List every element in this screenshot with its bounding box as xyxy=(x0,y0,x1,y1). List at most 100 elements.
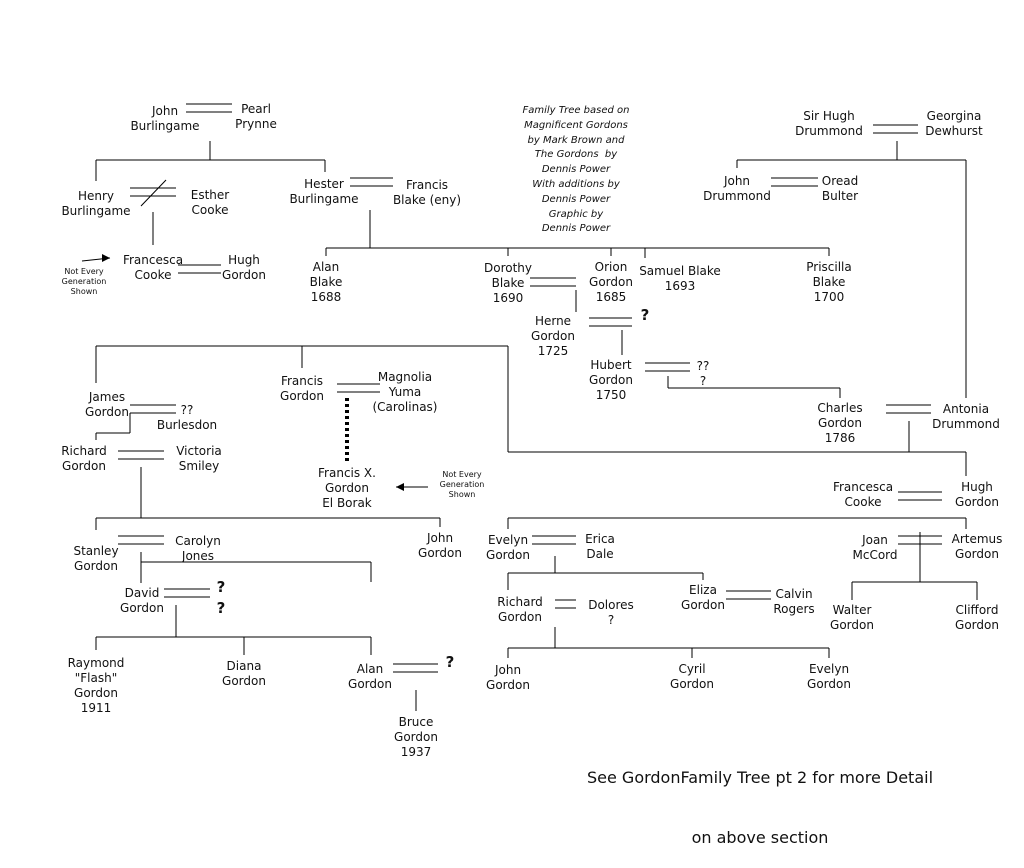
person-name-line: Gordon xyxy=(498,610,542,624)
person-name-line: John xyxy=(723,174,751,188)
person-name-line: Richard xyxy=(61,444,107,458)
person-name-line: Gordon xyxy=(818,416,862,430)
person-name-line: Burlingame xyxy=(130,119,200,133)
credit-line: Dennis Power xyxy=(541,223,611,235)
person-name-line: Hugh xyxy=(228,253,260,267)
person-name-line: 1786 xyxy=(824,431,856,445)
person-name-line: Blake xyxy=(812,275,846,289)
person-name-line: ? xyxy=(607,613,615,627)
person-name-line: ? xyxy=(699,374,707,388)
person-name-line: ?? xyxy=(180,403,194,417)
person-name-line: Burlingame xyxy=(289,192,359,206)
person-name-line: Jones xyxy=(181,549,215,563)
person-name-line: John xyxy=(426,531,454,545)
person-name-line: Dolores xyxy=(588,598,634,612)
person-name-line: Raymond xyxy=(67,656,125,670)
person-name-line: Gordon xyxy=(807,677,851,691)
person-name-line: Evelyn xyxy=(487,533,529,547)
note-line: Not Every xyxy=(64,267,104,276)
person-name-line: Erica xyxy=(585,532,615,546)
person-name-line: Gordon xyxy=(74,686,118,700)
person-name-line: John xyxy=(151,104,179,118)
person-name-line: Henry xyxy=(77,189,115,203)
person-name-line: Francis X. xyxy=(318,466,376,480)
unknown-spouse-mark: ? xyxy=(445,653,455,671)
person-name-line: Blake xyxy=(491,276,525,290)
person-name-line: Dewhurst xyxy=(925,124,983,138)
person-name-line: Hester xyxy=(304,177,344,191)
person-name-line: 1693 xyxy=(664,279,696,293)
person-name-line: Hubert xyxy=(590,358,632,372)
person-name-line: 1685 xyxy=(595,290,627,304)
person-name-line: Magnolia xyxy=(377,370,433,384)
person-name-line: Evelyn xyxy=(808,662,850,676)
person-name-line: Clifford xyxy=(955,603,999,617)
credit-line: Dennis Power xyxy=(541,193,611,205)
person-name-line: Blake (eny) xyxy=(392,193,462,207)
person-name-line: Oread xyxy=(821,174,859,188)
person-name-line: Alan xyxy=(356,662,384,676)
arrow-head-icon xyxy=(396,483,404,491)
person-name-line: Dale xyxy=(586,547,614,561)
person-name-line: Diana xyxy=(226,659,262,673)
footnote-line: See GordonFamily Tree pt 2 for more Deta… xyxy=(586,768,934,787)
person-name-line: David xyxy=(124,586,160,600)
person-name-line: Gordon xyxy=(955,547,999,561)
person-name-line: Gordon xyxy=(222,268,266,282)
person-name-line: Gordon xyxy=(589,373,633,387)
divorce-slash xyxy=(140,179,167,207)
tree-connector-lines xyxy=(81,103,978,711)
person-name-line: John xyxy=(494,663,522,677)
person-name-line: Francis xyxy=(280,374,324,388)
person-name-line: Gordon xyxy=(348,677,392,691)
person-name-line: James xyxy=(88,390,126,404)
person-name-line: Herne xyxy=(534,314,572,328)
person-name-line: Gordon xyxy=(830,618,874,632)
person-name-line: Smiley xyxy=(178,459,220,473)
person-name-line: Gordon xyxy=(486,678,530,692)
person-name-line: Drummond xyxy=(703,189,771,203)
person-name-line: Francesca xyxy=(122,253,184,267)
person-name-line: Gordon xyxy=(394,730,438,744)
person-dolores: Dolores? xyxy=(588,598,634,628)
person-name-line: Burlingame xyxy=(61,204,131,218)
person-name-line: 1750 xyxy=(595,388,627,402)
person-name-line: Alan xyxy=(312,260,340,274)
unknown-spouse-mark: ? xyxy=(216,599,226,617)
person-name-line: Artemus xyxy=(951,532,1003,546)
credit-line: Family Tree based on xyxy=(522,105,630,116)
person-name-line: Yuma xyxy=(388,385,422,399)
person-name-line: ?? xyxy=(696,359,710,373)
person-name-line: Gordon xyxy=(222,674,266,688)
